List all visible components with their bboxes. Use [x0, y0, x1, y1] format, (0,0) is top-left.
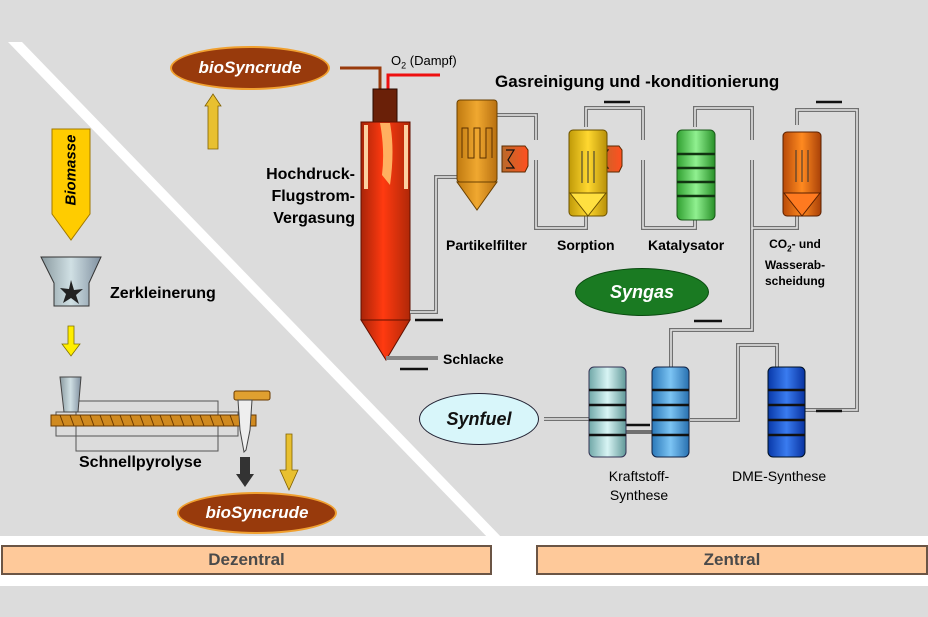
gas-cleaning-title: Gasreinigung und -konditionierung	[495, 72, 780, 91]
syngas-label: Syngas	[609, 281, 675, 302]
syngas-ellipse: Syngas	[575, 268, 709, 316]
biosyncrude-top-ellipse: bioSyncrude	[170, 46, 330, 90]
biomass-label: Biomasse	[62, 134, 80, 206]
unit-label-sorption: Sorption	[557, 237, 615, 253]
fuel-synthesis-line-2: Synthese	[609, 487, 669, 503]
region-label-dezentral: Dezentral	[208, 550, 285, 569]
gasifier-label-line-3: Vergasung	[273, 210, 355, 227]
crushing-label: Zerkleinerung	[110, 285, 216, 302]
fuel-synthesis-line-1: Kraftstoff-	[608, 468, 670, 484]
region-divider	[8, 42, 504, 540]
pyrolysis-reactor-icon	[50, 376, 271, 454]
particle-filter-icon	[456, 99, 498, 211]
product-arrow-yellow	[279, 433, 299, 491]
product-arrow-dark	[236, 457, 254, 487]
gasifier-label: Hochdruck- Flugstrom- Vergasung	[240, 164, 355, 230]
co2-subscript: 2	[787, 244, 792, 254]
sorption-column-icon	[568, 129, 608, 217]
region-bar-zentral: Zentral	[536, 545, 928, 575]
oxidant-o: O	[391, 53, 402, 68]
gasifier-label-line-2: Flugstrom-	[271, 188, 355, 205]
biomass-arrow	[51, 128, 91, 241]
co2-text: CO	[769, 237, 788, 251]
oxidant-subscript: 2	[401, 60, 407, 71]
gasifier-label-line-1: Hochdruck-	[266, 166, 355, 183]
biosyncrude-bottom-label: bioSyncrude	[205, 503, 309, 522]
oxidant-label: O2 (Dampf)	[391, 53, 457, 71]
gasifier-icon	[360, 88, 411, 361]
slag-label: Schlacke	[443, 351, 504, 367]
fuel-synthesis-reactor-1-icon	[588, 366, 627, 458]
crusher-star-icon	[60, 280, 83, 304]
dme-synthesis-label: DME-Synthese	[732, 468, 827, 484]
co2-und-text: - und	[791, 237, 821, 251]
synfuel-ellipse: Synfuel	[419, 393, 539, 445]
pyrolysis-label: Schnellpyrolyse	[79, 454, 202, 471]
synfuel-label: Synfuel	[446, 408, 512, 429]
feed-arrow-up	[204, 93, 222, 150]
region-bar-dezentral: Dezentral	[1, 545, 492, 575]
heat-exchanger-icon	[501, 145, 529, 173]
biosyncrude-top-label: bioSyncrude	[198, 58, 302, 77]
fuel-synthesis-reactor-2-icon	[651, 366, 690, 458]
catalyst-column-icon	[676, 129, 716, 221]
dme-synthesis-reactor-icon	[767, 366, 806, 458]
co2-water-separator-icon	[782, 131, 822, 217]
biosyncrude-bottom-ellipse: bioSyncrude	[177, 492, 337, 534]
unit-label-co2-water: CO2- und Wasserab- scheidung	[761, 236, 829, 289]
unit-label-catalyst: Katalysator	[648, 237, 725, 253]
flow-arrow-down	[61, 325, 81, 357]
water-sep-line-1: Wasserab-	[764, 258, 826, 273]
unit-label-particle-filter: Partikelfilter	[446, 237, 527, 253]
oxidant-suffix: (Dampf)	[406, 53, 457, 68]
region-label-zentral: Zentral	[703, 550, 761, 569]
water-sep-line-2: scheidung	[764, 274, 825, 289]
fuel-synthesis-label: Kraftstoff- Synthese	[594, 467, 684, 505]
